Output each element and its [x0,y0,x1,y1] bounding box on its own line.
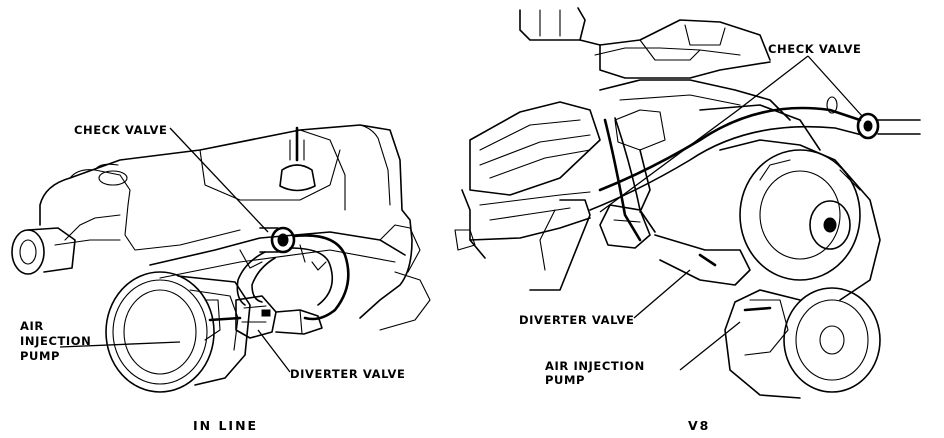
v8-diverter-valve-label: DIVERTER VALVE [519,313,634,327]
inline-check-valve-label: CHECK VALVE [74,123,167,137]
v8-caption: V8 [688,418,710,433]
v8-check-valve-label: CHECK VALVE [768,42,861,56]
inline-engine-illustration [11,124,431,393]
inline-air-injection-pump-label-line1: AIR [20,319,44,333]
v8-engine-illustration [454,7,921,399]
inline-caption: IN LINE [193,418,258,433]
inline-diverter-valve-label: DIVERTER VALVE [290,367,405,381]
v8-air-injection-pump-label-line2: PUMP [545,373,585,387]
inline-air-injection-pump-label-line2: INJECTION [20,334,91,348]
leader-lines [59,55,863,373]
v8-air-injection-pump-label-line1: AIR INJECTION [545,359,645,373]
inline-air-injection-pump-label-line3: PUMP [20,349,60,363]
